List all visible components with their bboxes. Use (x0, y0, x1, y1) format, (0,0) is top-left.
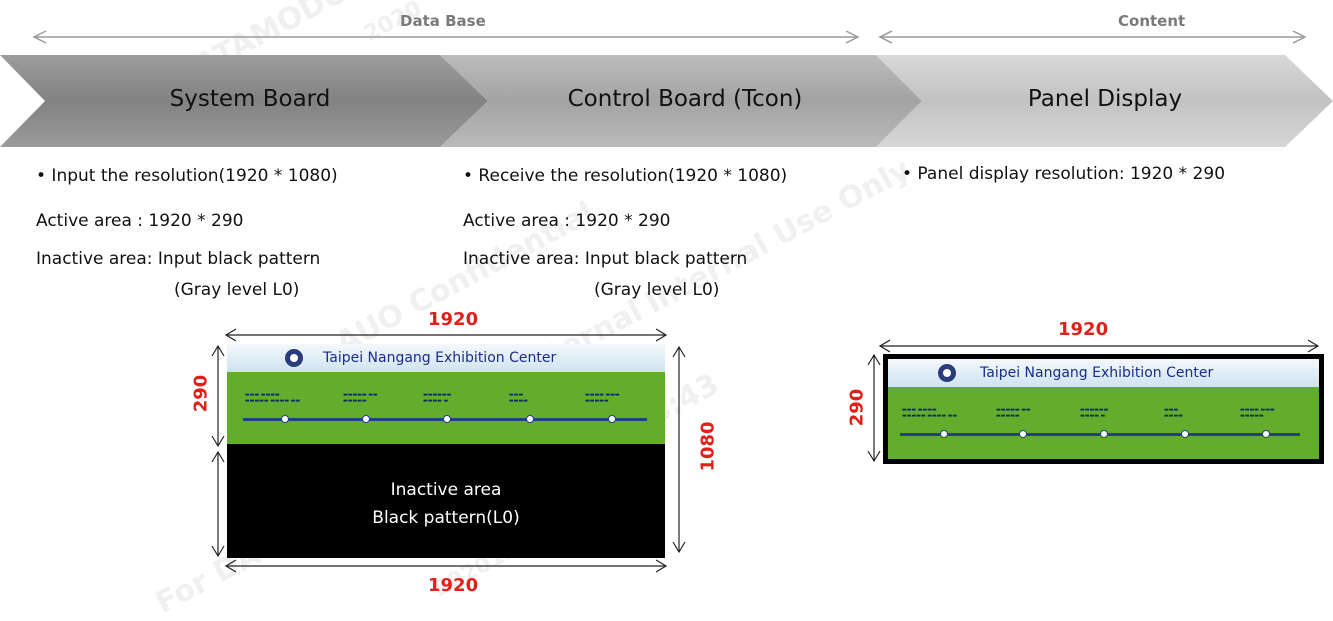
station-stop-icon (940, 430, 948, 438)
control-board-inactive: Inactive area: Input black pattern (463, 249, 748, 269)
system-board-bullet: • Input the resolution(1920 * 1080) (36, 166, 338, 186)
station-label: ▬▬▬ ▬▬▬▬▬▬▬▬▬ ▬▬▬▬ ▬▬ (245, 392, 301, 404)
system-board-title: System Board (169, 86, 331, 112)
system-board-inactive: Inactive area: Input black pattern (36, 249, 321, 269)
station-banner: Taipei Nangang Exhibition Center (227, 344, 665, 372)
left-width-top-label: 1920 (428, 309, 479, 330)
system-board-inactive-sub: (Gray level L0) (174, 280, 300, 300)
station-stop-icon (281, 415, 289, 423)
station-banner: Taipei Nangang Exhibition Center (888, 359, 1319, 387)
system-board-active: Active area : 1920 * 290 (36, 211, 244, 231)
inactive-area-label: Inactive area (390, 480, 502, 500)
right-width-label: 1920 (1058, 319, 1109, 340)
station-label: ▬▬▬▬ ▬▬▬▬▬▬▬▬ (585, 392, 620, 404)
metro-logo-icon (285, 349, 303, 367)
database-label: Data Base (400, 12, 486, 30)
banner-title: Taipei Nangang Exhibition Center (323, 350, 557, 366)
control-board-inactive-sub: (Gray level L0) (594, 280, 720, 300)
station-label: ▬▬▬▬▬ ▬▬▬▬▬▬▬ (996, 407, 1031, 419)
metro-logo-icon (938, 364, 956, 382)
system-board-chevron (0, 55, 488, 147)
station-stop-icon (1019, 430, 1027, 438)
system-output-screen: Taipei Nangang Exhibition Center ▬▬▬ ▬▬▬… (227, 344, 665, 558)
control-board-active: Active area : 1920 * 290 (463, 211, 671, 231)
control-board-chevron (440, 55, 922, 147)
station-stop-icon (1100, 430, 1108, 438)
panel-display-title: Panel Display (1027, 86, 1183, 112)
left-height-290-label: 290 (190, 374, 212, 413)
left-height-1080-label: 1080 (697, 421, 719, 472)
station-label: ▬▬▬▬▬▬▬▬▬▬ ▬ (423, 392, 452, 404)
station-stop-icon (1181, 430, 1189, 438)
panel-display-content: Taipei Nangang Exhibition Center ▬▬▬ ▬▬▬… (888, 359, 1319, 459)
station-label: ▬▬▬▬▬▬▬ (509, 392, 528, 404)
active-area-green: ▬▬▬ ▬▬▬▬▬▬▬▬▬ ▬▬▬▬ ▬▬ ▬▬▬▬▬ ▬▬▬▬▬▬▬ ▬▬▬▬… (888, 387, 1319, 459)
station-stop-icon (1262, 430, 1270, 438)
right-height-290-label: 290 (846, 388, 868, 427)
banner-title: Taipei Nangang Exhibition Center (980, 365, 1214, 381)
left-width-bottom-label: 1920 (428, 575, 479, 596)
black-pattern-label: Black pattern(L0) (372, 508, 520, 528)
panel-display-bullet: • Panel display resolution: 1920 * 290 (902, 164, 1226, 184)
station-label: ▬▬▬▬▬▬▬▬▬▬ ▬ (1080, 407, 1109, 419)
section-arrows (32, 30, 1307, 44)
station-stop-icon (608, 415, 616, 423)
dimension-lines (211, 328, 1320, 573)
station-label: ▬▬▬▬▬▬▬ (1164, 407, 1183, 419)
station-label: ▬▬▬▬▬ ▬▬▬▬▬▬▬ (343, 392, 378, 404)
station-stop-icon (526, 415, 534, 423)
stage-chevrons (0, 55, 1333, 147)
panel-display-chevron (876, 55, 1333, 147)
content-label: Content (1118, 12, 1186, 30)
control-board-bullet: • Receive the resolution(1920 * 1080) (463, 166, 788, 186)
station-stop-icon (362, 415, 370, 423)
control-board-title: Control Board (Tcon) (567, 86, 803, 112)
active-area-green: ▬▬▬ ▬▬▬▬▬▬▬▬▬ ▬▬▬▬ ▬▬ ▬▬▬▬▬ ▬▬▬▬▬▬▬ ▬▬▬▬… (227, 372, 665, 444)
station-label: ▬▬▬ ▬▬▬▬▬▬▬▬▬ ▬▬▬▬ ▬▬ (902, 407, 958, 419)
station-stop-icon (443, 415, 451, 423)
panel-display-screen: Taipei Nangang Exhibition Center ▬▬▬ ▬▬▬… (883, 354, 1324, 464)
station-label: ▬▬▬▬ ▬▬▬▬▬▬▬▬ (1240, 407, 1275, 419)
